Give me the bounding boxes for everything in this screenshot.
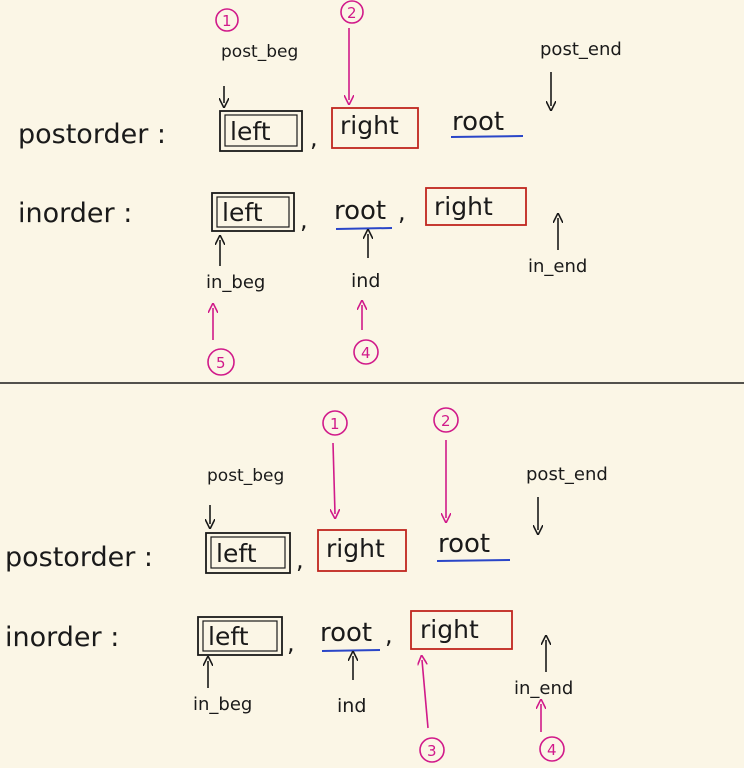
marker-4: 4: [361, 344, 371, 362]
inorder-left: left: [222, 198, 263, 227]
post-end-label: post_end: [540, 39, 622, 60]
inorder-sep1: ,: [300, 206, 308, 234]
inorder-left: left: [208, 622, 249, 651]
inorder-right-box: [425, 187, 527, 226]
postorder-right-box: [331, 107, 419, 149]
marker-1-circle: [322, 410, 348, 436]
marker-2: 2: [441, 412, 451, 430]
post-end-label: post_end: [526, 464, 608, 485]
postorder-root: root: [438, 529, 490, 559]
inorder-label: inorder :: [18, 198, 132, 229]
marker-2: 2: [347, 4, 357, 22]
panel-top: postorder : inorder : left , right root …: [18, 0, 622, 376]
postorder-right: right: [340, 111, 399, 140]
inorder-left-box: [211, 192, 295, 232]
inorder-root-underline: [321, 649, 381, 652]
ind-label: ind: [351, 270, 380, 292]
marker-5: 5: [216, 354, 226, 372]
marker-3-circle: [419, 737, 445, 763]
ind-label: ind: [337, 695, 366, 717]
postorder-left-box: [205, 532, 291, 574]
in-end-label: in_end: [514, 678, 573, 699]
postorder-root: root: [452, 107, 504, 137]
marker-2-circle: [340, 0, 364, 24]
postorder-left: left: [216, 539, 257, 568]
inorder-left-box: [197, 616, 283, 656]
marker-1: 1: [330, 415, 340, 433]
postorder-right: right: [326, 534, 385, 563]
in-beg-label: in_beg: [206, 272, 265, 293]
inorder-right-box: [410, 610, 513, 650]
inorder-right: right: [434, 192, 493, 221]
inorder-root-underline: [335, 227, 393, 230]
postorder-left-box: [219, 110, 303, 152]
inorder-sep2: ,: [398, 198, 406, 226]
marker-4: 4: [547, 741, 557, 759]
inorder-label: inorder :: [5, 622, 119, 653]
post-beg-label: post_beg: [207, 466, 284, 486]
marker-3-arrow: [422, 660, 429, 729]
in-end-label: in_end: [528, 256, 587, 277]
postorder-left: left: [230, 117, 271, 146]
postorder-label: postorder :: [5, 542, 153, 573]
marker-1-arrow: [333, 442, 335, 514]
marker-1: 1: [222, 12, 232, 30]
postorder-right-box: [317, 529, 407, 572]
postorder-sep: ,: [310, 124, 318, 152]
marker-1-circle: [215, 8, 239, 32]
inorder-sep1: ,: [287, 629, 295, 657]
postorder-label: postorder :: [18, 119, 166, 150]
postorder-sep: ,: [296, 546, 304, 574]
inorder-root: root: [320, 618, 372, 648]
marker-4-circle: [539, 736, 565, 762]
marker-2-circle: [433, 407, 459, 433]
inorder-right: right: [420, 615, 479, 644]
marker-4-circle: [353, 339, 379, 365]
postorder-root-underline: [436, 559, 511, 562]
marker-3: 3: [427, 742, 437, 760]
postorder-root-underline: [450, 135, 524, 138]
inorder-sep2: ,: [385, 621, 393, 649]
in-beg-label: in_beg: [193, 694, 252, 715]
inorder-root: root: [334, 196, 386, 226]
panel-bottom: postorder : inorder : left , right root …: [5, 407, 608, 763]
post-beg-label: post_beg: [221, 42, 298, 62]
marker-5-circle: [207, 348, 235, 376]
